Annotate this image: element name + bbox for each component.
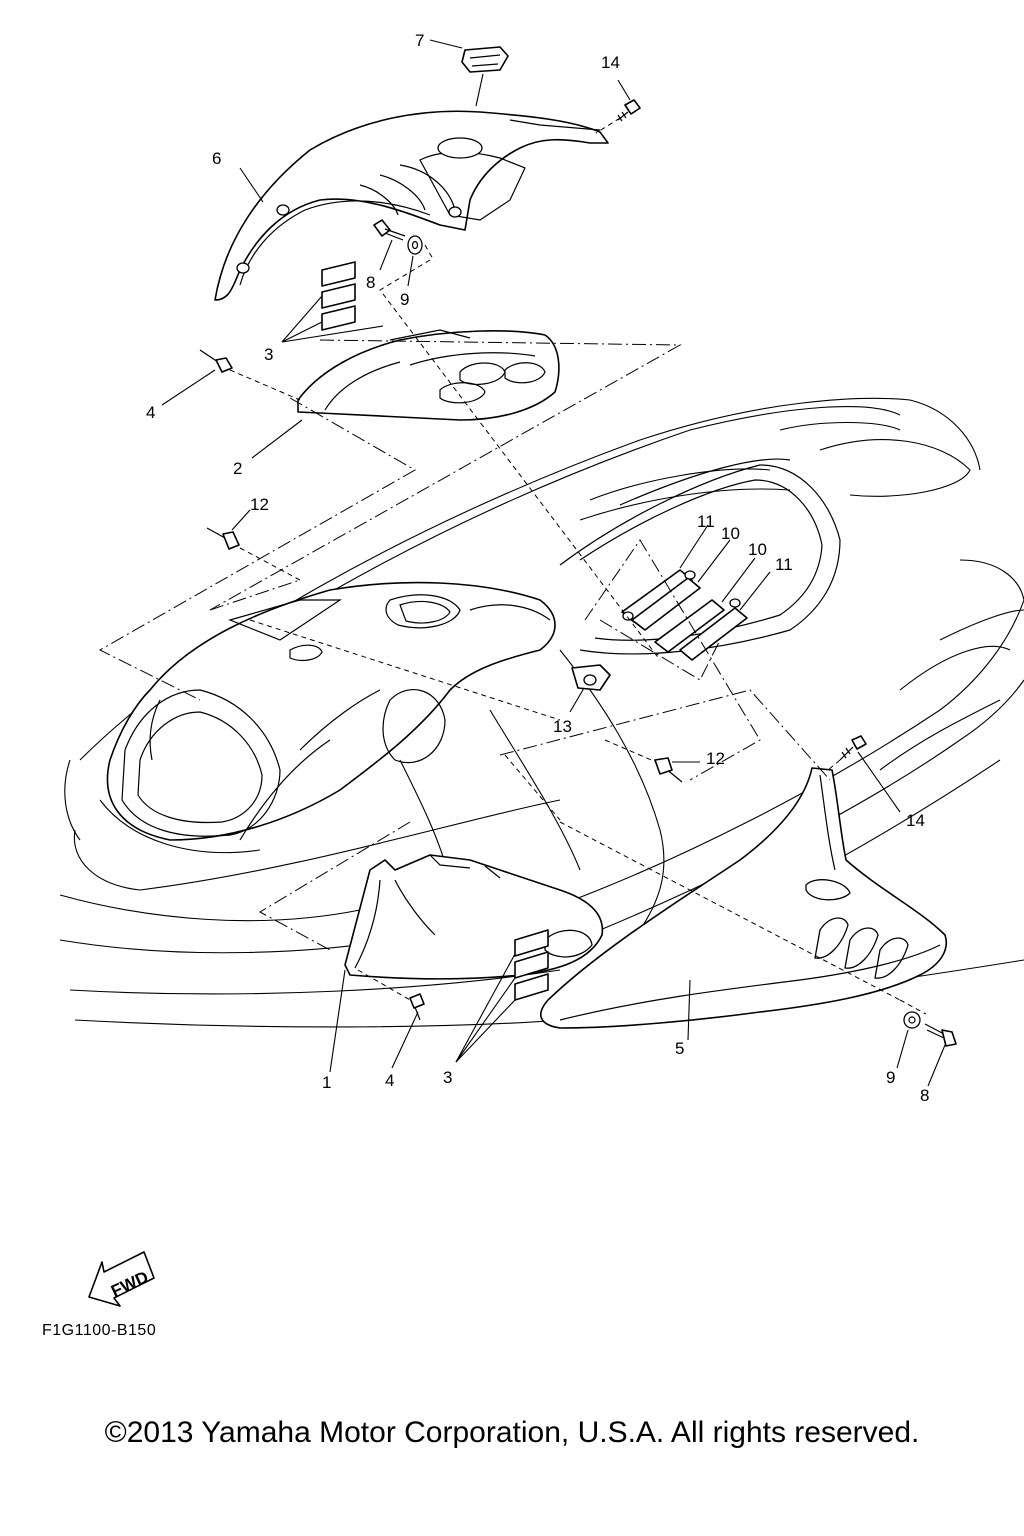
callout-11-right: 11: [775, 555, 793, 574]
fwd-arrow-icon: FWD: [88, 1251, 155, 1307]
callout-8-top: 8: [366, 273, 375, 292]
rear-deck-assembly: [106, 581, 556, 841]
callout-8-bottom: 8: [920, 1086, 929, 1105]
callout-13: 13: [553, 717, 572, 736]
part-13-clip: [569, 664, 611, 713]
figure-code: F1G1100-B150: [42, 1322, 157, 1339]
part-6-upper-cover: [214, 110, 609, 301]
part-3-pads-top: [281, 261, 384, 343]
parts-10-11-straps: [621, 524, 771, 661]
callout-5: 5: [675, 1039, 684, 1058]
callout-12-right: 12: [706, 749, 725, 768]
part-3-pads-bottom: [455, 929, 549, 1063]
part-9-washer-top: [407, 235, 434, 287]
part-5-side-cover: [540, 767, 947, 1041]
callout-14-right: 14: [906, 811, 925, 830]
part-1-inner-cover: [329, 854, 604, 1073]
part-8-bolt-top: [373, 219, 406, 271]
callout-6: 6: [212, 149, 221, 168]
callout-4-top: 4: [146, 403, 155, 422]
part-4-rivet-bottom: [357, 969, 425, 1069]
callout-7: 7: [415, 31, 424, 50]
callout-labels: 7 14 6 8 9 3 4 2 12 11 10 10 11 13 12 14…: [146, 31, 929, 1105]
callout-4-bottom: 4: [385, 1071, 394, 1090]
part-14-screw-top: [595, 79, 641, 134]
callout-3-top: 3: [264, 345, 273, 364]
part-9-washer-bottom: [896, 1011, 921, 1069]
callout-9-bottom: 9: [886, 1068, 895, 1087]
part-7-cap: [461, 46, 509, 107]
callout-10-left: 10: [721, 524, 740, 543]
part-2-liner: [251, 329, 560, 459]
callout-10-right: 10: [748, 540, 767, 559]
callout-1: 1: [322, 1073, 331, 1092]
part-4-rivet-top: [161, 349, 301, 406]
copyright-notice: ©2013 Yamaha Motor Corporation, U.S.A. A…: [104, 1416, 920, 1449]
part-12-pin-top: [206, 509, 301, 581]
part-12-pin-right: [604, 739, 700, 783]
assembly-lines: [98, 259, 831, 951]
callout-12-top: 12: [250, 495, 269, 514]
callout-9-top: 9: [400, 290, 409, 309]
callout-3-bottom: 3: [443, 1068, 452, 1087]
callout-11-left: 11: [697, 512, 715, 531]
callout-14-top: 14: [601, 53, 620, 72]
part-14-screw-right: [827, 735, 901, 813]
callout-2: 2: [233, 459, 242, 478]
part-8-bolt-bottom: [924, 1023, 957, 1087]
